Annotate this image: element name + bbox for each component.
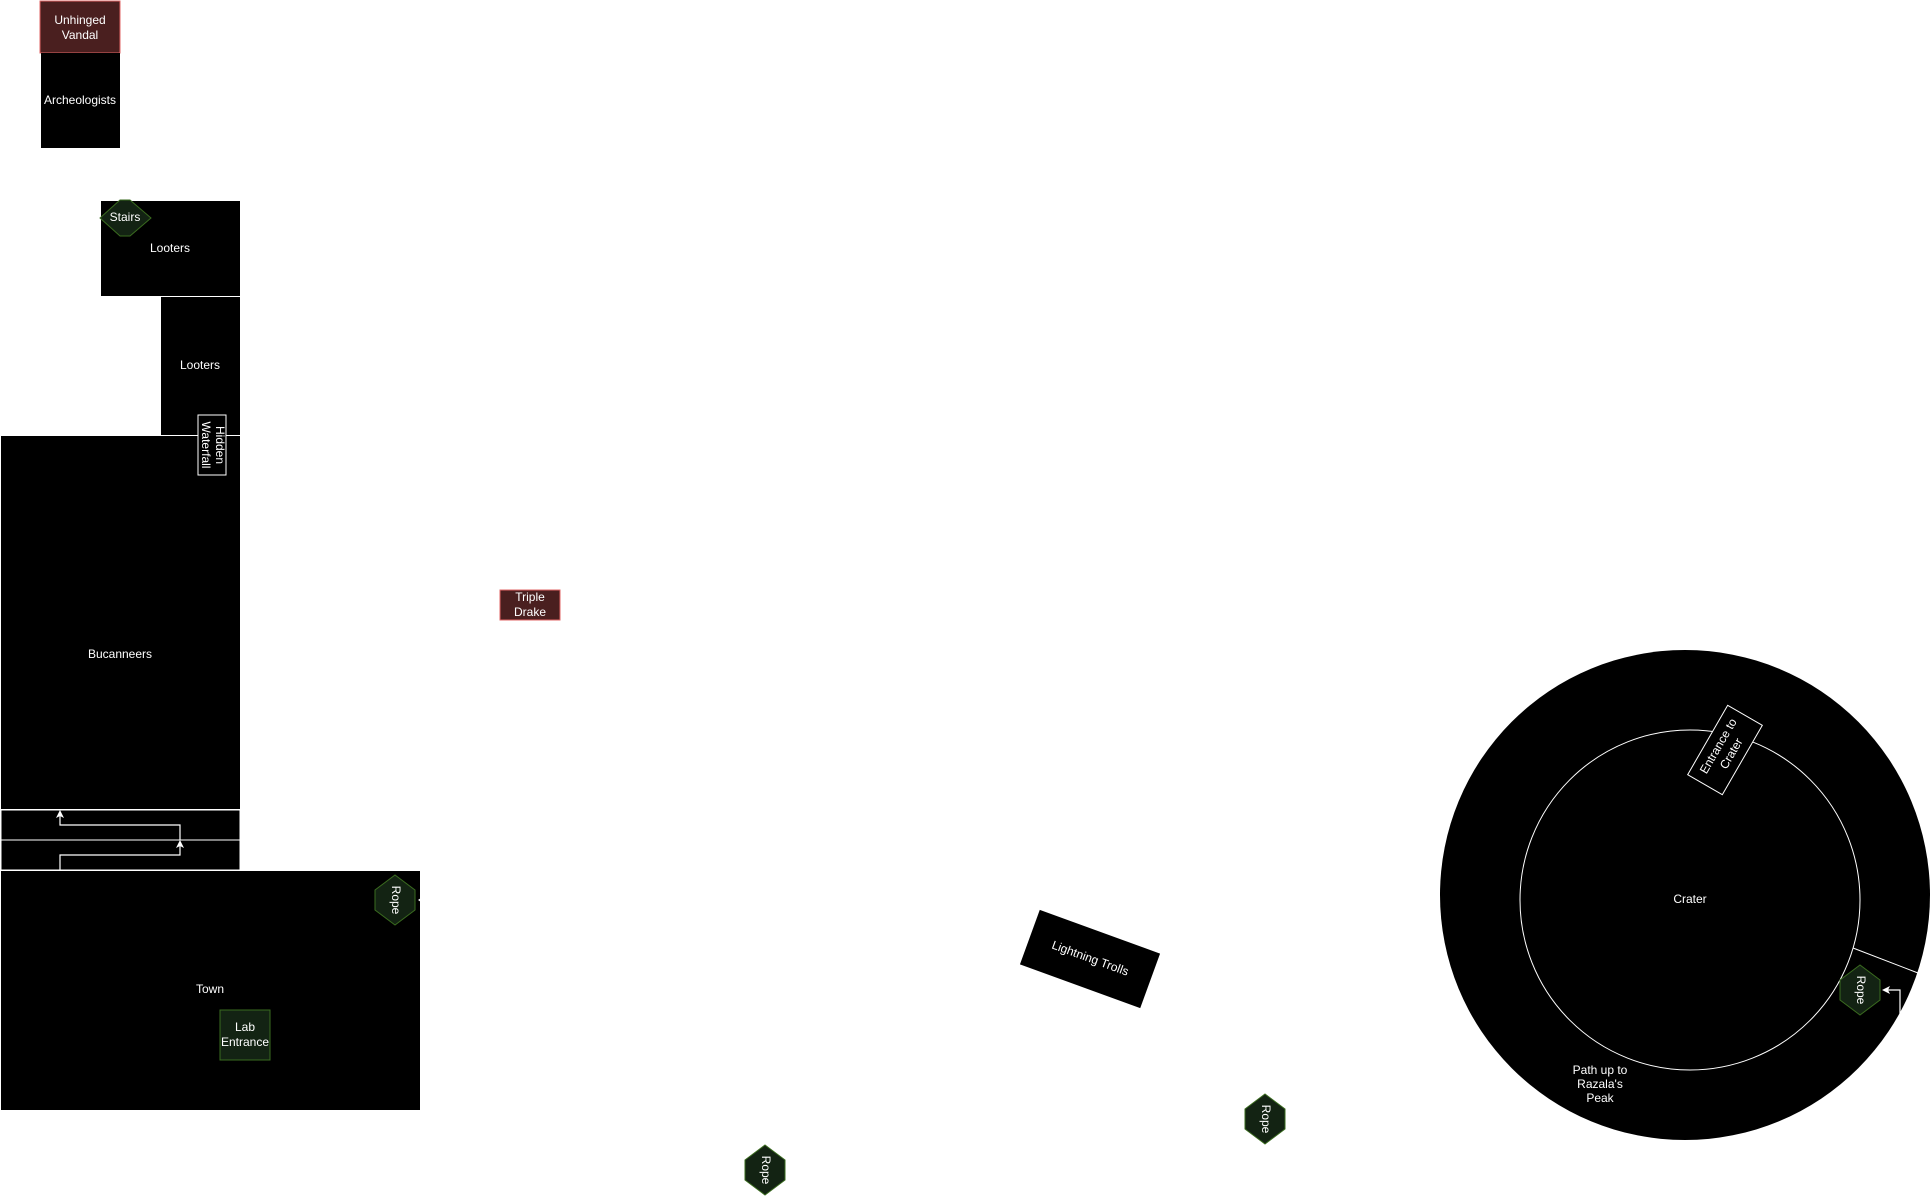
crater-rope-marker[interactable]: Rope xyxy=(1839,964,1881,1016)
crater-rope-arrow xyxy=(1882,986,1901,1015)
triple-drake-label-2: Drake xyxy=(514,605,546,619)
town-rope-label: Rope xyxy=(389,886,403,915)
rope-label-bottom-right: Rope xyxy=(1259,1105,1273,1134)
unhinged-vandal-label-2: Vandal xyxy=(62,28,98,42)
crater-label: Crater xyxy=(1673,892,1706,906)
rope-marker-bottom-left[interactable]: Rope xyxy=(744,1144,786,1196)
archeologists-area[interactable]: Archeologists xyxy=(41,53,120,148)
rope-label-bottom-left: Rope xyxy=(759,1156,773,1185)
path-arrow-1 xyxy=(59,840,184,870)
town-rope-marker[interactable]: Rope xyxy=(374,874,424,926)
path-arrow-2 xyxy=(56,810,181,840)
unhinged-vandal-enemy[interactable]: Unhinged Vandal xyxy=(39,0,121,54)
archeologists-label: Archeologists xyxy=(44,93,116,107)
town-label: Town xyxy=(196,982,224,996)
path-up-label-3: Peak xyxy=(1586,1091,1614,1105)
path-up-label-1: Path up to xyxy=(1573,1063,1628,1077)
triple-drake-enemy[interactable]: Triple Drake xyxy=(499,589,561,621)
hidden-waterfall-label-1: Hidden xyxy=(213,426,227,464)
looters-label-2: Looters xyxy=(180,358,220,372)
bucanneers-area[interactable]: Bucanneers xyxy=(1,436,240,809)
stairs-marker[interactable]: Stairs xyxy=(99,199,152,237)
rope-marker-bottom-right[interactable]: Rope xyxy=(1244,1093,1286,1145)
unhinged-vandal-label-1: Unhinged xyxy=(54,13,105,27)
hidden-waterfall-label-2: Waterfall xyxy=(199,422,213,469)
looters-area-1[interactable]: Looters xyxy=(101,201,240,296)
path-up-label-2: Razala's xyxy=(1577,1077,1623,1091)
bucanneers-label: Bucanneers xyxy=(88,647,152,661)
stairs-label: Stairs xyxy=(110,210,141,224)
crater-rope-label: Rope xyxy=(1854,976,1868,1005)
looters-label-1: Looters xyxy=(150,241,190,255)
lightning-trolls-area[interactable]: Lightning Trolls xyxy=(1019,909,1161,1009)
lab-entrance-marker[interactable]: Lab Entrance xyxy=(219,1009,271,1061)
town-area[interactable]: Town xyxy=(1,871,420,1110)
triple-drake-label-1: Triple xyxy=(515,590,545,604)
crater-inner[interactable]: Crater xyxy=(1519,729,1861,1071)
staircase-strips xyxy=(0,809,241,871)
hidden-waterfall-marker[interactable]: Hidden Waterfall xyxy=(197,414,227,476)
crater-path-divider xyxy=(1852,947,1919,974)
looters-area-2[interactable]: Looters xyxy=(161,297,240,435)
lab-entrance-label-2: Entrance xyxy=(221,1035,269,1049)
lab-entrance-label-1: Lab xyxy=(235,1020,255,1034)
